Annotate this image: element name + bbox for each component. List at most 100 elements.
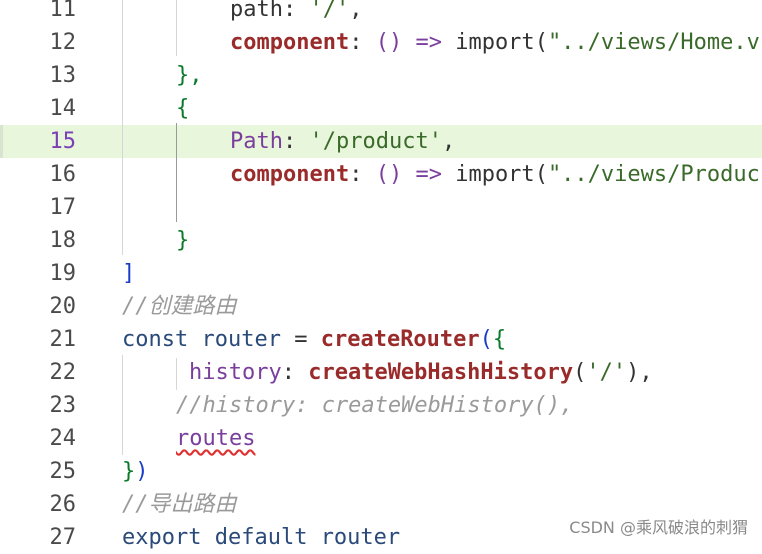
code-token: "../views/Home.v: [547, 30, 760, 55]
line-number: 25: [49, 459, 77, 484]
code-line[interactable]: 16 component: () => import("../views/Prod…: [0, 158, 762, 191]
code-token: router: [201, 327, 281, 352]
code-token: :: [282, 129, 310, 154]
line-number: 15: [49, 129, 77, 154]
code-token: (: [573, 360, 587, 385]
code-text: history: createWebHashHistory('/'),: [189, 356, 653, 389]
code-line[interactable]: 15 Path: '/product',: [0, 125, 762, 158]
code-text: }): [122, 455, 149, 488]
code-line[interactable]: 21 const router = createRouter({: [0, 323, 762, 356]
code-text: routes: [176, 422, 255, 455]
code-token: :: [349, 162, 376, 187]
code-text: ]: [122, 257, 135, 290]
code-token: Path: [230, 129, 283, 154]
code-token: (: [534, 162, 548, 187]
line-number: 14: [49, 96, 77, 121]
code-token: {: [176, 96, 190, 121]
code-token: path: [230, 0, 283, 22]
code-token: ,: [349, 0, 363, 22]
code-line[interactable]: 22 history: createWebHashHistory('/'),: [0, 356, 762, 389]
code-token: component: [230, 30, 350, 55]
code-line[interactable]: 18}: [0, 224, 762, 257]
indent-guide: [122, 0, 123, 255]
code-line[interactable]: 11 path: '/',: [0, 0, 762, 26]
code-token: component: [230, 162, 350, 187]
code-text: path: '/',: [230, 0, 362, 26]
code-text: },: [176, 59, 203, 92]
code-line[interactable]: 17: [0, 191, 762, 224]
code-token: routes: [176, 426, 256, 451]
code-token: '/': [586, 360, 627, 385]
indent-guide: [176, 358, 177, 390]
code-line[interactable]: 13},: [0, 59, 762, 92]
watermark-text: CSDN @乘风破浪的刺猬: [569, 518, 748, 537]
indent-guide: [176, 0, 177, 56]
code-line[interactable]: 20 //创建路由: [0, 290, 762, 323]
line-number: 17: [49, 195, 77, 220]
code-token: {: [492, 327, 507, 352]
code-token: '/': [309, 0, 350, 22]
code-token: import: [455, 30, 535, 55]
code-token: }: [176, 228, 190, 253]
line-number: 12: [49, 30, 77, 55]
code-token: :: [281, 360, 309, 385]
line-number: 27: [49, 525, 77, 550]
code-token: import: [455, 162, 535, 187]
code-token: :: [282, 0, 310, 22]
code-line[interactable]: 14 {: [0, 92, 762, 125]
line-number: 11: [49, 0, 77, 22]
code-text: {: [176, 92, 189, 125]
line-number: 19: [49, 261, 77, 286]
code-token: (: [479, 327, 493, 352]
code-line[interactable]: 19]: [0, 257, 762, 290]
code-text: //创建路由: [122, 290, 237, 323]
code-token: //创建路由: [122, 294, 237, 319]
code-token: createWebHashHistory: [308, 360, 574, 385]
code-line[interactable]: 25}): [0, 455, 762, 488]
code-token: () =>: [375, 162, 456, 187]
line-number: 21: [49, 327, 77, 352]
code-token: //导出路由: [122, 492, 237, 517]
code-line[interactable]: 26 //导出路由: [0, 488, 762, 521]
line-number: 20: [49, 294, 77, 319]
code-token: () =>: [375, 30, 456, 55]
code-text: export default router: [122, 521, 400, 554]
line-number: 18: [49, 228, 77, 253]
code-token: },: [176, 63, 203, 88]
code-token: default: [214, 525, 321, 550]
code-token: const: [122, 327, 202, 352]
code-token: //history: createWebHistory(),: [176, 393, 574, 418]
code-token: history: [189, 360, 282, 385]
code-token: ): [135, 459, 149, 484]
code-token: ]: [122, 261, 136, 286]
indent-guide: [176, 123, 177, 222]
code-token: =: [280, 327, 321, 352]
code-token: :: [349, 30, 376, 55]
line-number: 22: [49, 360, 77, 385]
indent-guide: [122, 355, 123, 455]
line-number: 23: [49, 393, 77, 418]
code-text: //导出路由: [122, 488, 237, 521]
line-number: 16: [49, 162, 77, 187]
code-text: }: [176, 224, 189, 257]
line-number: 13: [49, 63, 77, 88]
line-number: 24: [49, 426, 77, 451]
code-text: Path: '/product',: [230, 125, 455, 158]
code-token: (: [534, 30, 548, 55]
code-text: const router = createRouter({: [122, 323, 506, 356]
code-text: component: () => import("../views/Home.v: [230, 26, 760, 59]
code-token: createRouter: [320, 327, 480, 352]
code-token: export: [122, 525, 215, 550]
code-token: }: [122, 459, 136, 484]
line-number: 26: [49, 492, 77, 517]
code-token: '/product': [309, 129, 442, 154]
code-token: ,: [441, 129, 456, 154]
code-token: ),: [626, 360, 653, 385]
code-line[interactable]: 12 component: () => import("../views/Home…: [0, 26, 762, 59]
code-text: component: () => import("../views/Produc: [230, 158, 760, 191]
code-line[interactable]: 24 routes: [0, 422, 762, 455]
code-token: "../views/Produc: [547, 162, 760, 187]
code-line[interactable]: 23 //history: createWebHistory(),: [0, 389, 762, 422]
code-text: //history: createWebHistory(),: [176, 389, 573, 422]
